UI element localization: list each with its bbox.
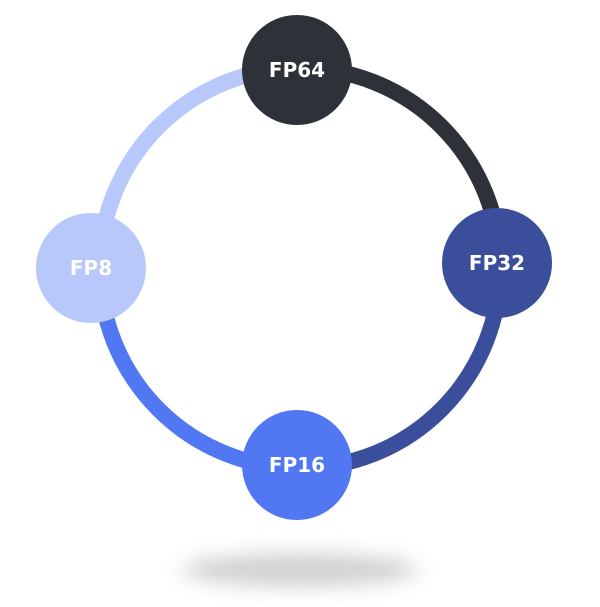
node-fp8-circle — [36, 213, 146, 323]
node-fp8-label: FP8 — [70, 256, 112, 280]
node-fp64-label: FP64 — [269, 58, 325, 82]
node-fp32-circle — [442, 208, 552, 318]
node-fp16-label: FP16 — [269, 453, 325, 477]
node-fp16-circle — [242, 410, 352, 520]
floor-shadow — [182, 554, 418, 586]
node-fp8: FP8 — [36, 213, 146, 323]
node-fp64-circle — [242, 15, 352, 125]
node-fp64: FP64 — [242, 15, 352, 125]
node-fp32: FP32 — [442, 208, 552, 318]
node-fp32-label: FP32 — [469, 251, 525, 275]
node-fp16: FP16 — [242, 410, 352, 520]
